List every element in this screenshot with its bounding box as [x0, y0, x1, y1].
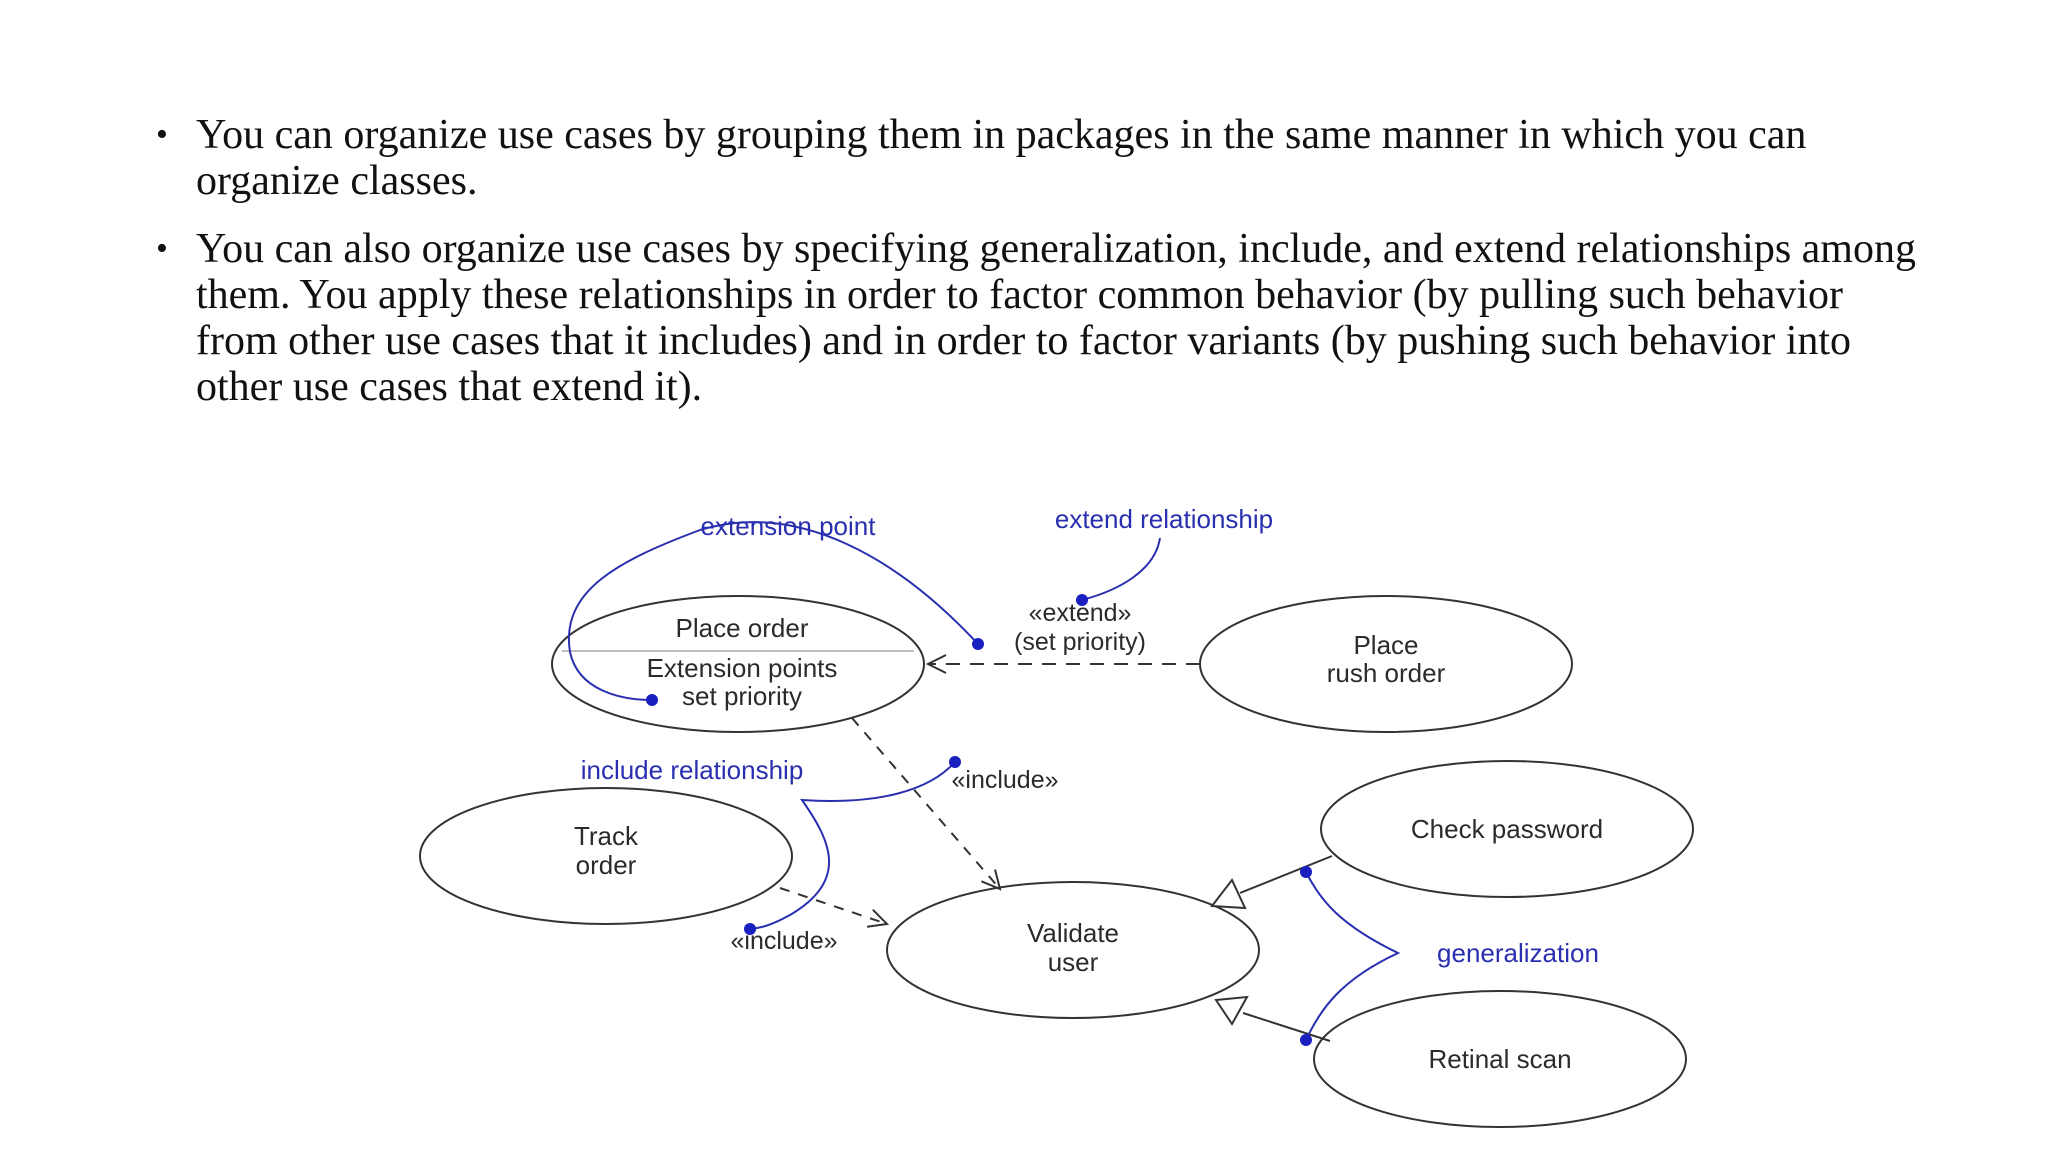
generalization-dot-upper	[1300, 866, 1312, 878]
extend-condition: (set priority)	[1014, 628, 1146, 656]
include-relationship-annotation: include relationship	[581, 755, 804, 785]
generalization-arrowhead-upper	[1210, 878, 1247, 910]
bullet-text: You can also organize use cases by speci…	[196, 226, 1916, 410]
track-order-label-line2: order	[576, 850, 637, 880]
bullet-item: • You can also organize use cases by spe…	[156, 226, 1916, 410]
extension-point-dot-lower	[646, 694, 658, 706]
generalization-dot-lower	[1300, 1034, 1312, 1046]
use-case-retinal-scan	[1313, 990, 1687, 1128]
include-relationship-dot-upper	[949, 756, 961, 768]
extension-point-annotation: extension point	[701, 511, 877, 541]
retinal-scan-label: Retinal scan	[1428, 1044, 1571, 1074]
check-password-label: Check password	[1411, 814, 1603, 844]
extend-relationship-dot	[1076, 594, 1088, 606]
include-relationship-dot-lower	[744, 923, 756, 935]
use-case-place-order	[551, 595, 925, 733]
extension-point-item: set priority	[682, 681, 802, 711]
bullet-list: • You can organize use cases by grouping…	[156, 112, 1916, 432]
extend-relationship-callout	[1081, 537, 1161, 601]
include-relationship-callout	[749, 761, 956, 930]
track-order-label-line1: Track	[574, 821, 639, 851]
extension-point-callout	[567, 521, 979, 701]
bullet-dot: •	[156, 116, 168, 153]
use-case-track-order	[419, 787, 793, 925]
generalization-annotation: generalization	[1437, 938, 1599, 968]
use-case-check-password	[1320, 760, 1694, 898]
generalization-arrowhead-lower	[1214, 995, 1249, 1026]
generalization-line-retinal-scan	[1242, 1012, 1331, 1042]
generalization-line-check-password	[1239, 855, 1333, 894]
validate-user-label-line2: user	[1048, 947, 1099, 977]
include-dependency-line-track-order	[779, 887, 887, 924]
place-rush-order-label-line2: rush order	[1327, 658, 1446, 688]
use-case-validate-user	[886, 881, 1260, 1019]
extend-relationship-annotation: extend relationship	[1055, 504, 1273, 534]
bullet-text: You can organize use cases by grouping t…	[196, 112, 1807, 204]
place-order-label: Place order	[676, 613, 809, 643]
include-stereotype-upper: «include»	[951, 766, 1058, 794]
extension-points-heading: Extension points	[647, 653, 838, 683]
extension-point-dot-upper	[972, 638, 984, 650]
validate-user-label-line1: Validate	[1027, 918, 1119, 948]
place-rush-order-label-line1: Place	[1353, 630, 1418, 660]
bullet-item: • You can organize use cases by grouping…	[156, 112, 1916, 204]
include-dependency-line-place-order	[851, 717, 1000, 889]
generalization-callout	[1305, 871, 1401, 1041]
bullet-dot: •	[156, 230, 168, 267]
